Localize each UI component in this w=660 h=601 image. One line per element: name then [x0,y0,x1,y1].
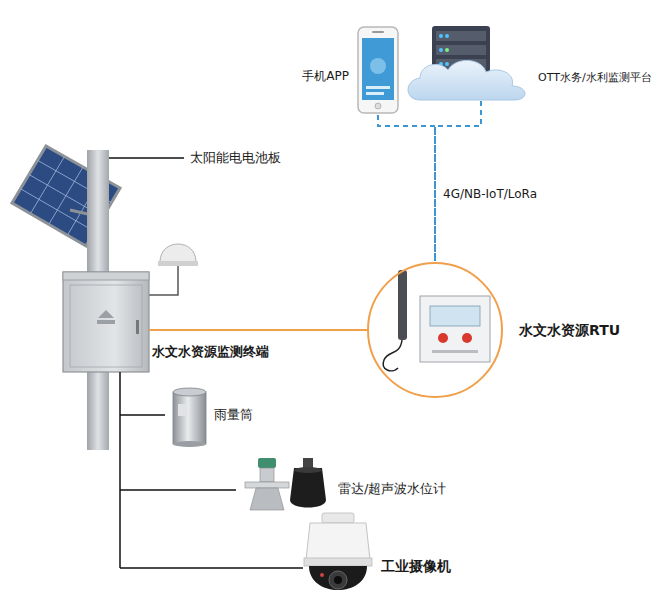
connector [435,101,481,262]
platform-node: OTT水务/水利监测平台 [405,25,533,103]
node-label: 手机APP [302,69,349,83]
server-cloud-icon [408,26,525,100]
node-label: 水文水资源监测终端 [152,344,269,360]
connector [378,115,435,262]
part-label: 太阳能电电池板 [190,150,281,166]
node-label: OTT水务/水利监测平台 [538,71,652,84]
rtu-circle: 水文水资源RTU [367,262,503,398]
terminal-node: 水文水资源监测终端 [63,272,149,372]
rtu-device [383,270,490,371]
part-label: 雷达/超声波水位计 [338,481,446,497]
connector [149,329,367,331]
gps-antenna [148,244,198,295]
level-gauges [245,458,326,510]
node-label: 水文水资源RTU [519,322,620,339]
wiring [109,158,303,568]
terminal-cabinet [63,272,149,372]
part-label: 工业摄像机 [381,558,451,575]
dome-camera [304,513,372,590]
rain-gauge [173,388,206,447]
phone-app-node: 手机APP [357,25,399,115]
phone-icon [358,27,398,113]
edge-label: 4G/NB-IoT/LoRa [441,187,539,201]
part-label: 雨量筒 [214,407,253,423]
